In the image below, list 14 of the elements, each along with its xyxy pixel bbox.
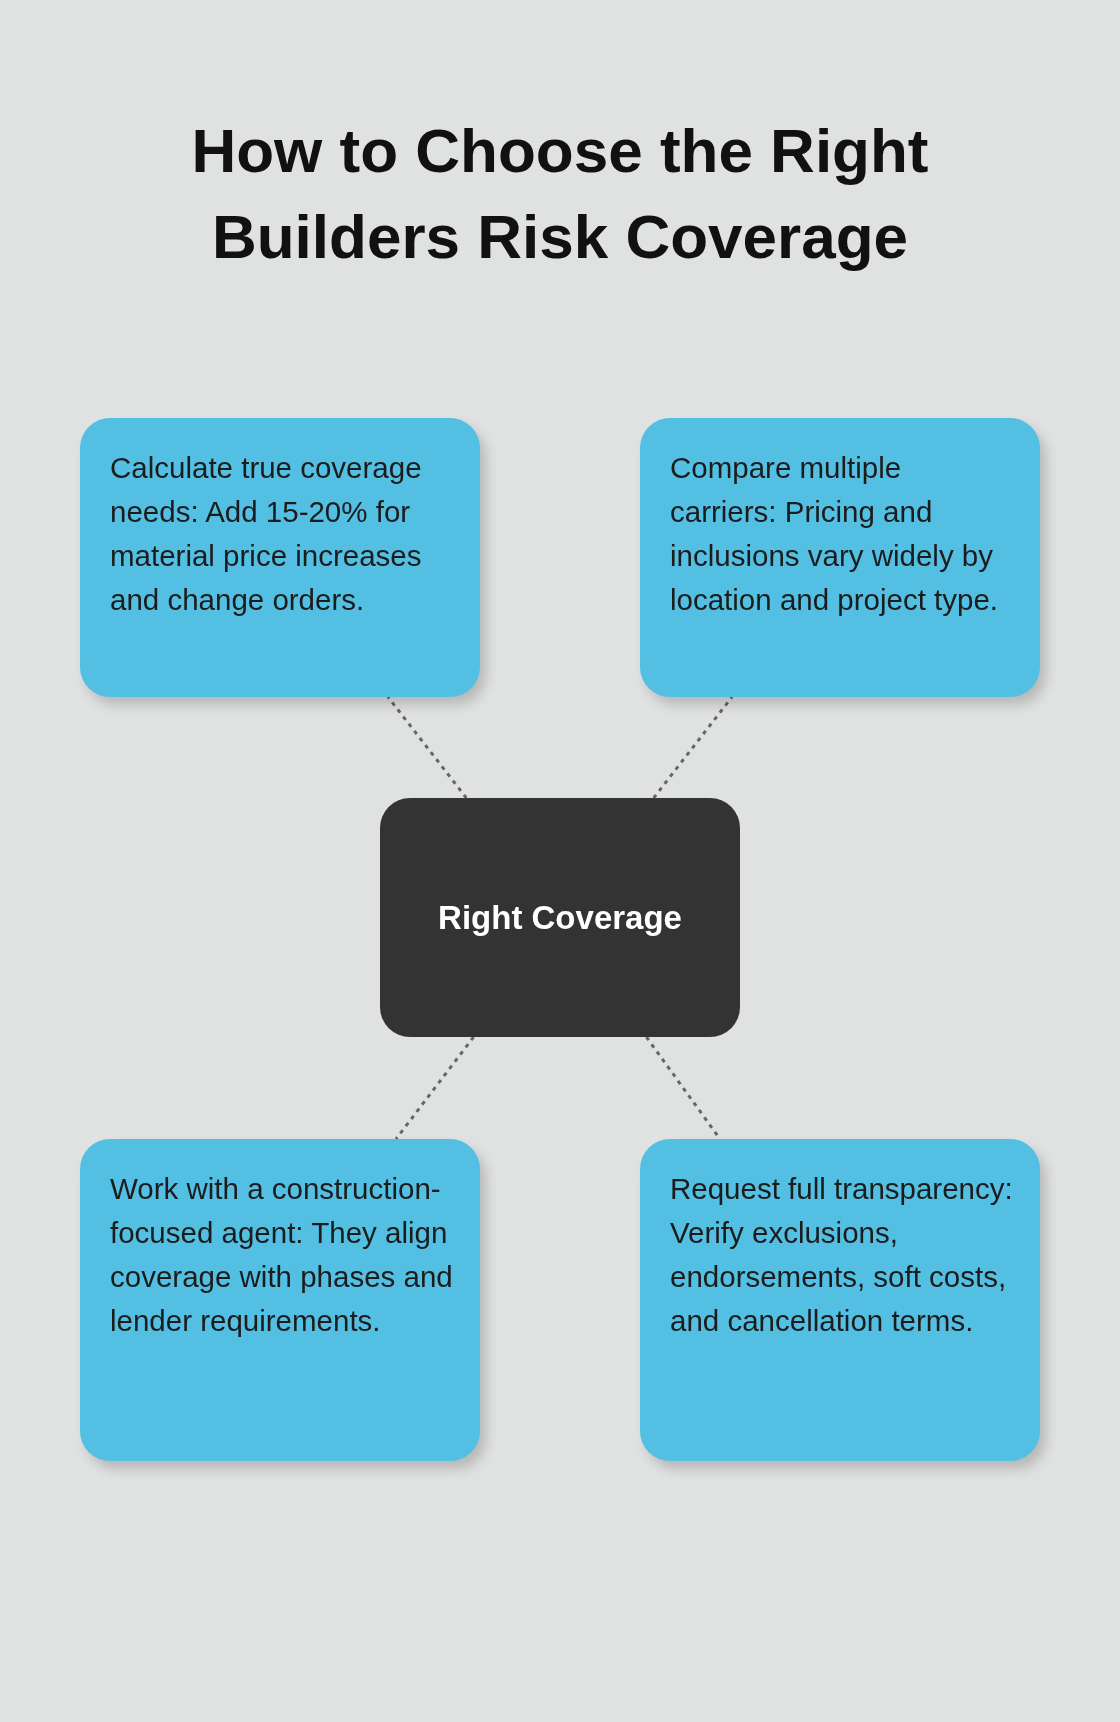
connector-line [386, 696, 468, 799]
tip-card [80, 1139, 480, 1461]
connector-line [394, 1036, 475, 1140]
tip-text: Compare multiple carriers: Pricing and inclusions vary widely by location and project type. [670, 450, 999, 618]
tip-text: Calculate true coverage needs: Add 15-20% for material price increases and change orders. [110, 450, 423, 618]
title: How to Choose the Right Builders Risk Coverage [190, 115, 930, 273]
tip-card [640, 418, 1040, 697]
tip-card [80, 418, 480, 697]
tip-text: Work with a construction-focused agent: They align coverage with phases and lender requirements. [110, 1171, 454, 1339]
tip-text: Request full transparency: Verify exclusions, endorsements, soft costs, and cancellation terms. [670, 1171, 1014, 1339]
hub-label: Right Coverage [438, 898, 682, 937]
hub-box [380, 798, 740, 1037]
tip-card [640, 1139, 1040, 1461]
connector-line [652, 696, 734, 799]
